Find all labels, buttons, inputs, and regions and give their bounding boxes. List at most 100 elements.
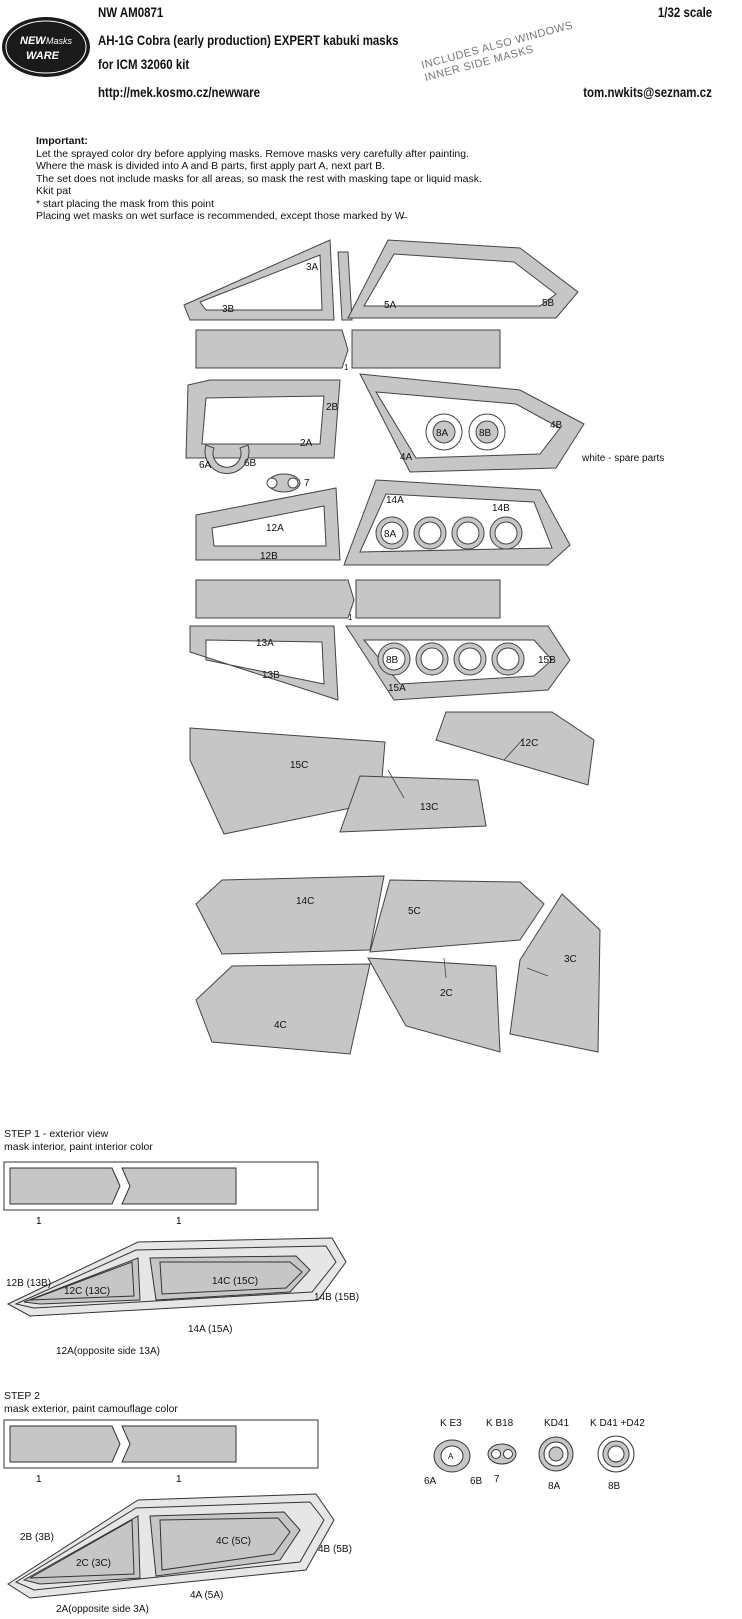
logo: NEW Masks WARE [0,14,92,80]
scale-label: 1/32 scale [657,4,712,20]
label-1b: 1 [348,613,353,622]
kit-label: for ICM 32060 kit [98,56,190,72]
part-ke3-label-a: 6A [424,1476,437,1487]
part-kb18-label: 7 [494,1474,500,1485]
no-wet-icon: W̶ [394,211,405,222]
product-code: NW AM0871 [98,4,164,20]
label-14b: 14B [492,503,510,514]
logo-text-masks: Masks [46,36,73,46]
step2-title: STEP 2 [4,1390,40,1402]
step2-one-right: 1 [176,1474,182,1485]
step1-title: STEP 1 - exterior view [4,1128,109,1140]
logo-text-new: NEW [20,35,47,47]
mask-4a-4b [359,373,585,473]
step2-label-4a: 4A (5A) [190,1590,223,1601]
mask-1-panel [355,579,501,619]
step1-label-12a: 12A(opposite side 13A) [56,1346,160,1357]
parts-key: K E3 K B18 KD41 K D41 +D42 A 6A 6B 7 8A … [424,1418,645,1492]
label-6b: 6B [244,458,257,469]
label-7: 7 [304,478,310,489]
label-4a: 4A [400,452,413,463]
label-5b: 5B [542,298,555,309]
mask-2c [367,957,501,1053]
step1-label-14a: 14A (15A) [188,1324,232,1335]
step2-label-2b: 2B (3B) [20,1532,54,1543]
step1-subtitle: mask interior, paint interior color [4,1140,153,1153]
instruction-line: The set does not include masks for all a… [36,172,482,185]
label-15b: 15B [538,655,556,666]
step2-heading: STEP 2 mask exterior, paint camouflage c… [4,1390,178,1415]
part-kd41-label: 8A [548,1481,561,1492]
logo-emblem: NEW Masks WARE [2,17,90,77]
step1-label-12c: 12C (13C) [64,1286,110,1297]
label-2c: 2C [440,988,453,999]
label-13c: 13C [420,802,438,813]
label-3c: 3C [564,954,577,965]
label-1a: 1 [344,363,349,372]
mask-sheet: 3A 3B 5A 5B 2B 2A 4B 4A 6A 6B 7 8A 8B 8A… [183,239,664,1055]
label-3b: 3B [222,304,235,315]
label-6a: 6A [199,460,212,471]
mask-5c [369,879,545,953]
label-13a: 13A [256,638,274,649]
label-2b: 2B [326,402,339,413]
step2-one-left: 1 [36,1474,42,1485]
mask-14a-14b [343,479,571,566]
instructions: Important: Let the sprayed color dry bef… [36,135,482,224]
label-4c: 4C [274,1020,287,1031]
label-8a-ring: 8A [384,529,397,540]
instruction-line: Let the sprayed color dry before applyin… [36,147,470,160]
mask-6a-6b [204,444,250,475]
instruction-line: Kkit pat [36,185,72,197]
mask-15a-15b [345,625,571,701]
mask-12a-12b [195,487,341,561]
mask-2a-2b [185,379,341,459]
mask-12c [435,711,595,786]
instructions-heading: Important: [36,135,88,147]
mask-13a-13b [189,625,339,701]
label-8a: 8A [436,428,449,439]
part-kb18-name: K B18 [486,1418,514,1429]
email-link[interactable]: tom.nwkits@seznam.cz [583,84,712,100]
mask-13c [339,775,487,833]
mask-1-panel [195,329,349,369]
label-5a: 5A [384,300,397,311]
label-2a: 2A [300,438,313,449]
mask-14c [195,875,385,955]
step1-heading: STEP 1 - exterior view mask interior, pa… [4,1128,153,1153]
step1-diagram: 1 1 12B (13B) 12C (13C) 14C (15C) 14B (1… [3,1161,359,1335]
step2-subtitle: mask exterior, paint camouflage color [4,1402,178,1415]
label-8b: 8B [479,428,492,439]
label-14a: 14A [386,495,404,506]
mask-3a-strip [337,251,353,321]
mask-3c [509,893,601,1053]
part-ke3-center: A [448,1452,454,1461]
step2-label-4c: 4C (5C) [216,1536,251,1547]
website-link[interactable]: http://mek.kosmo.cz/newware [98,84,261,100]
step1-label-14b: 14B (15B) [314,1292,359,1303]
step2-diagram: 1 1 2B (3B) 2C (3C) 4C (5C) 4B (5B) 4A (… [3,1419,352,1601]
logo-text-ware: WARE [26,50,60,62]
label-12c: 12C [520,738,538,749]
label-14c: 14C [296,896,314,907]
label-8b-ring: 8B [386,655,399,666]
step2-label-4b: 4B (5B) [318,1544,352,1555]
instruction-line: * start placing the mask from this point [36,197,214,210]
mask-5a-5b [347,239,579,319]
label-4b: 4B [550,420,563,431]
stamp-note: INCLUDES ALSO WINDOWS INNER SIDE MASKS [420,19,578,85]
part-kd42-label: 8B [608,1481,621,1492]
mask-3a-3b [183,239,335,321]
label-3a: 3A [306,262,319,273]
step1-one-right: 1 [176,1216,182,1227]
step2-label-2c: 2C (3C) [76,1558,111,1569]
step1-label-12b: 12B (13B) [6,1278,51,1289]
part-kd42-name: K D41 +D42 [590,1418,645,1429]
spare-parts-note: white - spare parts [581,453,664,464]
mask-1-panel [351,329,501,369]
mask-1-panel [195,579,355,619]
mask-15c [189,727,386,835]
part-kd41-name: KD41 [544,1418,569,1429]
label-15c: 15C [290,760,308,771]
part-ke3-name: K E3 [440,1418,462,1429]
